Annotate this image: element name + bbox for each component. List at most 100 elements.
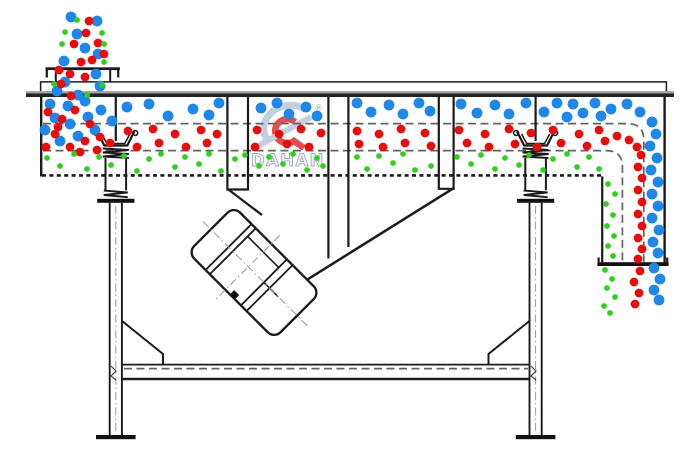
particle-red [632,142,642,152]
particle-blue [64,118,76,130]
particle-red [93,38,103,48]
feed-flange [45,67,120,71]
bracket-left-strut [228,189,263,216]
particle-blue [72,89,84,101]
particle-green [609,276,615,282]
particle-blue [213,97,225,109]
particle-blue [561,111,573,123]
particle-blue [58,55,70,67]
particle-blue [645,164,657,176]
particle-green [603,201,609,207]
particle-red [633,233,643,243]
particles [39,11,666,316]
gusset-right [487,320,531,365]
particle-green [57,163,63,169]
cover-plate [39,81,668,91]
particle-red [65,142,75,152]
particle-green [502,155,508,161]
vibration-motor [190,208,318,337]
particle-green [492,166,498,172]
particle-green [612,191,618,197]
gusset-left [121,320,164,365]
particle-red [274,129,284,139]
baffle-3 [437,97,455,190]
particle-blue [652,200,664,212]
particle-blue [520,97,532,109]
spring-foot-plate [517,198,555,203]
particle-blue [271,97,283,109]
particle-blue [54,135,66,147]
particle-red [556,138,566,148]
particle-blue [634,106,646,118]
particle-red [76,57,86,67]
particle-red [70,105,80,115]
baffles [226,97,455,259]
particle-green [99,82,105,88]
particle-green [206,151,212,157]
particle-blue [90,68,102,80]
particle-red [636,150,646,160]
particle-red [354,139,364,149]
particle-green [84,92,90,98]
particle-green [266,154,272,160]
lower-deck-line [43,149,624,262]
particle-green [611,233,617,239]
particle-green [564,151,570,157]
particle-blue [646,212,658,224]
particle-green [158,151,164,157]
particle-blue [49,112,61,124]
particle-green [526,152,532,158]
particle-green [96,154,102,160]
particle-red [84,16,94,26]
particle-green [304,167,310,173]
particle-red [637,244,647,254]
particle-blue [365,106,377,118]
logo-slash-icon [254,114,313,150]
particle-red [56,79,66,89]
particle-green [146,156,152,162]
particle-red [637,197,647,207]
particle-green [62,29,68,35]
particle-green [596,166,602,172]
spring-cup-inner [101,133,131,145]
particle-red [87,55,97,65]
particle-blue [455,98,467,110]
particle-blue [187,103,199,115]
particle-red [462,138,472,148]
particle-green [256,163,262,169]
particle-red [105,138,115,148]
particle-red [548,125,558,135]
particle-red [426,141,436,151]
particle-red [629,277,639,287]
particle-red [170,129,180,139]
particle-blue [424,105,436,117]
particle-green [71,151,77,157]
particle-blue [413,97,425,109]
particle-blue [65,11,77,23]
particle-green [172,164,178,170]
particle-red [75,147,85,157]
ground-foot [96,435,136,440]
particle-red [420,128,430,138]
particle-green [108,162,114,168]
particle-blue [650,128,662,140]
particle-green [314,155,320,161]
particle-green [390,160,396,166]
particle-red [396,124,406,134]
particle-blue [647,236,659,248]
particle-blue [651,152,663,164]
particle-blue [648,284,660,296]
particle-red [316,128,326,138]
weld-mark-left [110,365,117,381]
particle-blue [300,101,312,113]
particle-red [66,91,76,101]
cup-curl-right [132,129,139,137]
particle-green [400,151,406,157]
particle-red [53,122,63,132]
chute-ledge [597,262,669,266]
particle-red [633,162,643,172]
particle-red [582,141,592,151]
particle-blue [551,97,563,109]
particle-blue [652,176,664,188]
spring-foot-plate [97,198,135,203]
